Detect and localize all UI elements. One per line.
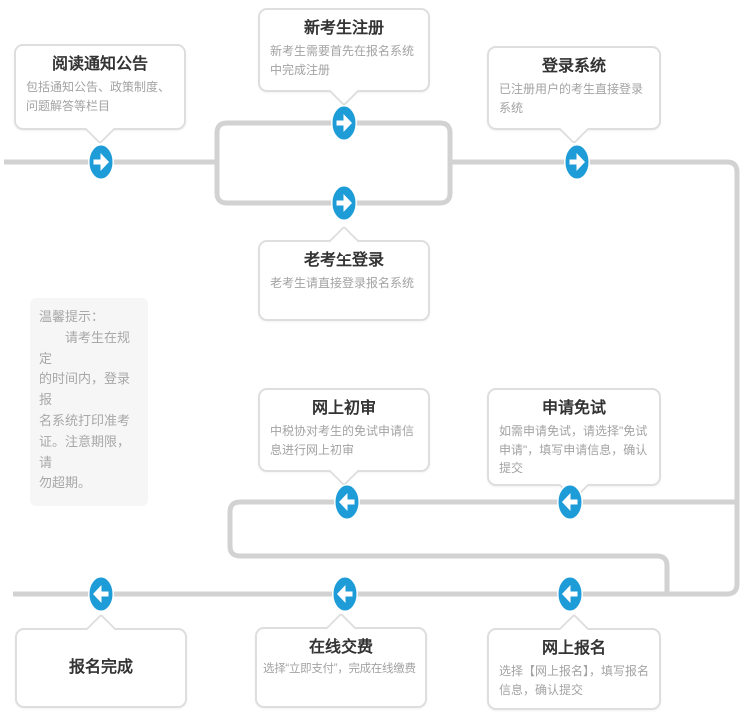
registration-branch-loop-line	[214, 120, 453, 206]
step-box-login-system: 登录系统 已注册用户的考生直接登录系统	[487, 46, 661, 145]
arrow-right-icon	[331, 185, 357, 221]
tip-note: 温馨提示： 请考生在规定 的时间内，登录报 名系统打印准考 证。注意期限，请 勿…	[30, 298, 148, 507]
arrow-left-icon	[88, 576, 114, 612]
step-title: 申请免试	[541, 400, 606, 417]
step-desc: 选择“立即支付”，完成在线缴费	[263, 663, 416, 676]
step-title: 网上报名	[541, 640, 606, 657]
arrow-right-icon	[564, 144, 590, 180]
step-desc: 如需申请免试，请选择"免试申请"，填写申请信息，确认提交	[499, 424, 648, 476]
arrow-left-icon	[334, 484, 360, 520]
step-title: 网上初审	[311, 400, 376, 417]
step-title: 阅读通知公告	[51, 56, 148, 73]
step-title: 报名完成	[68, 659, 133, 677]
step-title: 在线交费	[308, 639, 373, 656]
step-desc: 选择【网上报名】，填写报名信息，确认提交	[499, 664, 650, 697]
step-title: 新考生注册	[303, 20, 384, 37]
arrow-right-icon	[331, 105, 357, 141]
arrow-left-icon	[557, 484, 583, 520]
step-box-old-login: 老考生登录 老考生请直接登录报名系统	[258, 225, 430, 321]
step-box-new-register: 新考生注册 新考生需要首先在报名系统中完成注册	[258, 8, 430, 107]
exemption-review-branch-line	[227, 499, 737, 594]
step-title: 老考生登录	[303, 252, 384, 269]
step-box-online-payment: 在线交费 选择“立即支付”，完成在线缴费	[255, 612, 427, 708]
step-box-apply-exemption: 申请免试 如需申请免试，请选择"免试申请"，填写申请信息，确认提交	[487, 388, 661, 501]
step-title: 登录系统	[541, 58, 606, 75]
step-desc: 老考生请直接登录报名系统	[270, 276, 415, 291]
arrow-left-icon	[332, 576, 358, 612]
arrow-left-icon	[557, 576, 583, 612]
step-desc: 包括通知公告、政策制度、问题解答等栏目	[26, 80, 171, 113]
step-box-online-register: 网上报名 选择【网上报名】，填写报名信息，确认提交	[487, 613, 661, 710]
step-desc: 中税协对考生的免试申请信息进行网上初审	[270, 424, 415, 457]
arrow-right-icon	[88, 144, 114, 180]
step-desc: 已注册用户的考生直接登录系统	[499, 82, 644, 115]
step-box-online-review: 网上初审 中税协对考生的免试申请信息进行网上初审	[258, 388, 430, 487]
step-desc: 新考生需要首先在报名系统中完成注册	[270, 44, 415, 77]
step-box-read-notice: 阅读通知公告 包括通知公告、政策制度、问题解答等栏目	[14, 44, 186, 145]
step-box-register-done: 报名完成	[15, 613, 187, 708]
